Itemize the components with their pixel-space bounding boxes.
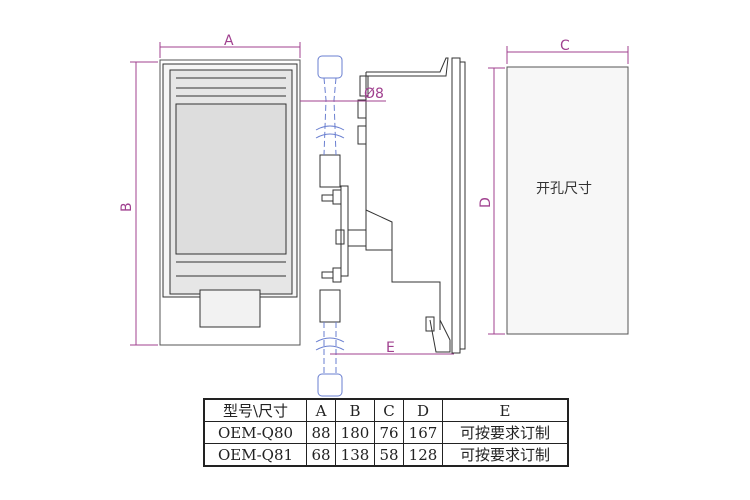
cell: 可按要求订制 <box>442 421 569 444</box>
dimension-d: D <box>478 67 505 335</box>
header-cell: D <box>403 398 443 422</box>
label-b: B <box>119 202 135 212</box>
cell: 180 <box>335 421 375 444</box>
label-e: E <box>386 340 395 356</box>
table-row: OEM-Q81 68 138 58 128 可按要求订制 <box>203 443 569 467</box>
cell: OEM-Q80 <box>203 421 307 444</box>
cell: 128 <box>403 443 443 467</box>
cutout-label: 开孔尺寸 <box>536 181 592 197</box>
cable <box>315 55 345 397</box>
dimension-b: B <box>119 61 158 346</box>
cell: 76 <box>374 421 404 444</box>
front-view <box>159 59 301 346</box>
table-row: OEM-Q80 88 180 76 167 可按要求订制 <box>203 421 569 444</box>
dimension-c: C <box>506 38 629 64</box>
label-c: C <box>560 38 570 54</box>
cell: 138 <box>335 443 375 467</box>
table-header-row: 型号\尺寸 A B C D E <box>203 398 569 422</box>
label-diameter: Ø8 <box>364 86 384 102</box>
cutout-view: 开孔尺寸 <box>506 66 629 335</box>
cell: 167 <box>403 421 443 444</box>
label-a: A <box>224 33 234 49</box>
cell: 可按要求订制 <box>442 443 569 467</box>
label-d: D <box>478 197 494 208</box>
header-cell: 型号\尺寸 <box>203 398 307 422</box>
header-cell: B <box>335 398 375 422</box>
dimension-diameter: Ø8 <box>300 86 386 102</box>
header-cell: E <box>442 398 569 422</box>
side-view <box>319 57 466 354</box>
cell: OEM-Q81 <box>203 443 307 467</box>
spec-table: 型号\尺寸 A B C D E OEM-Q80 88 180 76 167 可按… <box>203 398 569 467</box>
dimension-e: E <box>330 340 454 356</box>
cell: 88 <box>306 421 336 444</box>
header-cell: C <box>374 398 404 422</box>
cell: 58 <box>374 443 404 467</box>
dimension-a: A <box>159 33 301 58</box>
cell: 68 <box>306 443 336 467</box>
header-cell: A <box>306 398 336 422</box>
